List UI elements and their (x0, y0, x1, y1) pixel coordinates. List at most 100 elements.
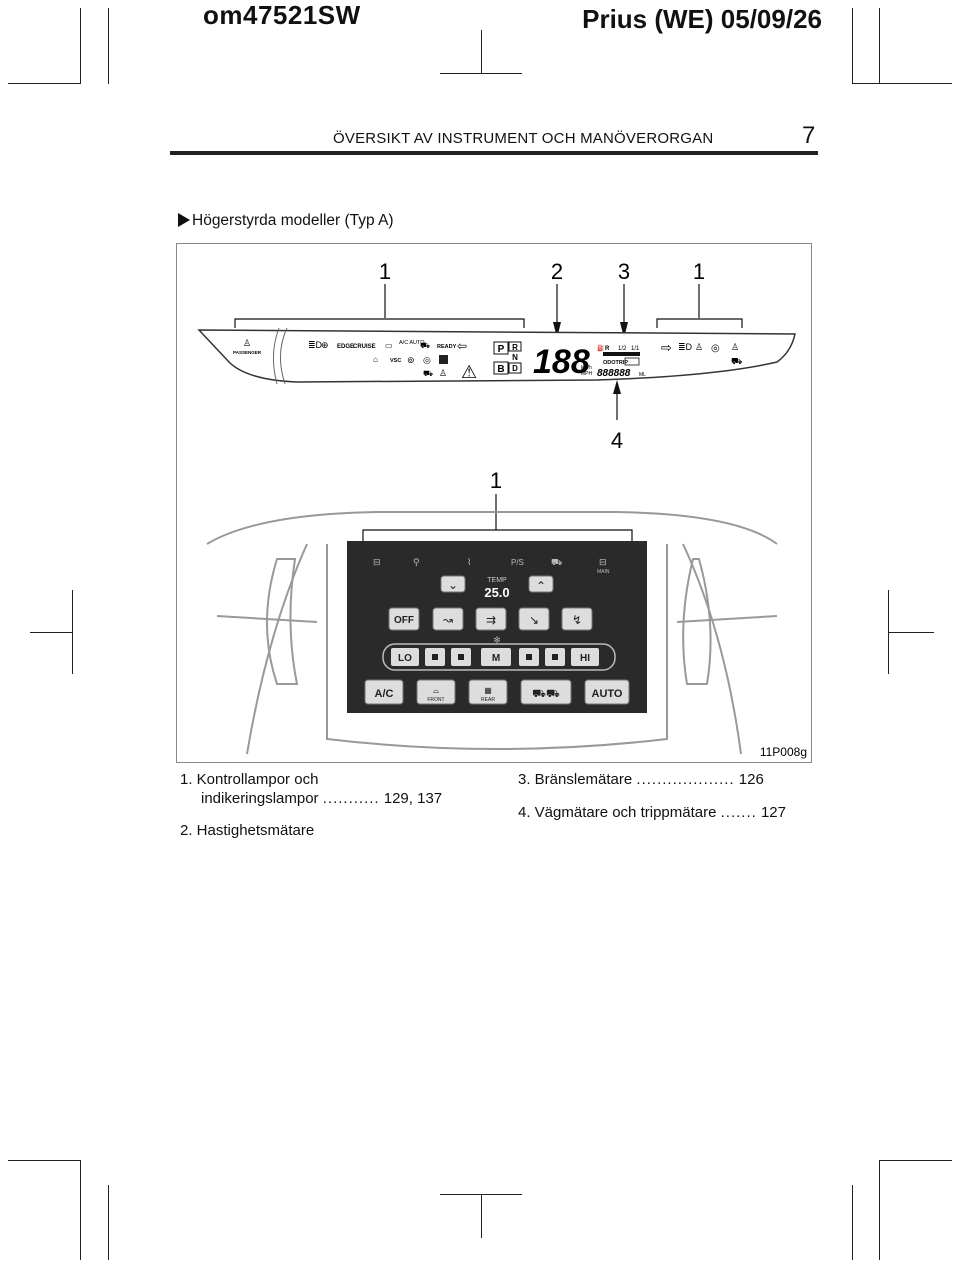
figure-drawing: 1 2 3 1 4 1 ♙ PASSENGER ≣D ⊕ EDGE CRUISE… (197, 259, 807, 759)
vent-defrost-icon: ↯ (572, 613, 582, 627)
crop-mark (8, 83, 81, 84)
crop-mark (108, 8, 109, 84)
legend-leader-dots: ....... (720, 804, 757, 821)
fuel-full-label: 1/1 (631, 346, 640, 352)
trip-ab-icon (624, 357, 640, 366)
brake-icon: ◎ (711, 343, 720, 354)
ac-button[interactable] (364, 679, 404, 705)
section-title: ÖVERSIKT AV INSTRUMENT OCH MANÖVERORGAN (333, 130, 714, 147)
fan-track (382, 643, 616, 671)
legend-item-3-page: 126 (738, 771, 764, 788)
legend-item-4: 4. Vägmätare och trippmätare ....... 127 (518, 803, 786, 822)
fan-hi-button[interactable] (571, 648, 599, 666)
arrow-speed (553, 322, 561, 338)
ps-label: P/S (511, 558, 524, 567)
crop-mark (108, 1185, 109, 1260)
front-label: FRONT (427, 697, 444, 703)
auto-button[interactable] (584, 679, 630, 705)
figure-id: 11P008g (760, 745, 807, 759)
step-dot (552, 654, 558, 660)
mode-defrost-button[interactable] (561, 607, 593, 631)
crop-mark (440, 73, 522, 74)
subtitle: Högerstyrda modeller (Typ A) (178, 212, 394, 230)
callout-2: 2 (551, 259, 563, 284)
coolant-temp-icon: ⌇ (467, 557, 471, 567)
slip-icon: ⛟ (423, 369, 433, 378)
brake-icon: ◎ (423, 355, 431, 365)
front-defrost-button[interactable] (416, 679, 456, 705)
document-code: om47521SW (203, 0, 361, 30)
car-icon: ⛟ (731, 356, 742, 366)
mode-bilevel-button[interactable] (475, 607, 507, 631)
temp-down-button[interactable] (440, 575, 466, 593)
gear-d: D (512, 364, 518, 373)
foglight-icon: ⊕ (321, 340, 329, 350)
legend-item-2: 2. Hastighetsmätare (180, 822, 315, 839)
fan-lo-button[interactable] (391, 648, 419, 666)
recirculation-button[interactable] (520, 679, 572, 705)
headlight-icon: ≣D (308, 340, 323, 350)
page-number: 7 (802, 122, 816, 149)
crop-mark (852, 83, 952, 84)
gear-indicator: P R N B D (493, 341, 522, 375)
vent-bilevel-icon: ⇉ (486, 613, 496, 627)
warning-icon: ⚠ (461, 362, 477, 382)
fan-icon: ✻ (493, 635, 501, 645)
crop-mark (852, 1185, 853, 1260)
fan-m-button[interactable] (481, 648, 511, 666)
panel-indicators: ⊟ ⚲ ⌇ P/S ⛟ ⊟ MAIN (373, 557, 610, 575)
airbag-icon: ♙ (243, 338, 251, 348)
chevron-down-icon: ⌄ (448, 578, 458, 592)
cluster-break (273, 327, 280, 385)
mode-face-button[interactable] (432, 607, 464, 631)
ac-auto-label: A/C AUTO (399, 340, 425, 346)
crop-mark (481, 30, 482, 74)
temp-label: TEMP (487, 577, 507, 584)
off-label: OFF (394, 615, 414, 626)
seatbelt-icon: ♙ (695, 342, 703, 352)
engine-icon: ⌂ (373, 355, 378, 364)
mph-label: MPH (581, 371, 593, 377)
temperature-row: ⌄ TEMP 25.0 ⌃ (440, 575, 554, 600)
vent-face-icon: ↝ (443, 613, 453, 627)
hi-label: HI (580, 653, 590, 664)
lo-label: LO (398, 653, 412, 664)
main-battery-icon: ⊟ (599, 557, 607, 567)
fuel-bar (603, 352, 640, 356)
abs-icon: ⊚ (407, 355, 415, 365)
battery-warning-icon: ⊟ (373, 557, 381, 567)
callout-1a: 1 (379, 259, 391, 284)
document-model: Prius (WE) 05/09/26 (582, 4, 822, 34)
mode-row: OFF ↝ ⇉ ↘ ↯ ✻ (388, 607, 593, 645)
crop-mark (879, 1160, 952, 1161)
highbeam-icon: ≣D (678, 342, 693, 352)
bottom-row: A/C ⌓ FRONT ▦ REAR ⛟⛟ AUTO (364, 679, 630, 705)
mode-feet-button[interactable] (518, 607, 550, 631)
step-dot (432, 654, 438, 660)
rear-defrost-button[interactable] (468, 679, 508, 705)
callout-1c: 1 (490, 468, 502, 493)
step-dot (458, 654, 464, 660)
legend-item-3: 3. Bränslemätare ................... 126 (518, 770, 764, 789)
cluster-break (280, 327, 288, 385)
header-rule (170, 151, 818, 155)
odo-unit: ML (639, 372, 646, 378)
gear-b: B (497, 364, 504, 375)
oil-pressure-icon: ⚲ (413, 557, 420, 567)
callout-1b: 1 (693, 259, 705, 284)
turn-left-icon: ⇦ (457, 339, 467, 353)
crop-mark (888, 632, 934, 633)
temp-up-button[interactable] (528, 575, 554, 593)
crop-mark (879, 1160, 880, 1260)
subtitle-text: Högerstyrda modeller (Typ A) (192, 212, 394, 229)
turn-right-icon: ⇨ (661, 340, 672, 355)
gear-p: P (498, 344, 505, 355)
legend-item-1-title: 1. Kontrollampor och (180, 771, 319, 788)
ready-label: READY (437, 344, 457, 350)
instrument-figure: 1 2 3 1 4 1 ♙ PASSENGER ≣D ⊕ EDGE CRUISE… (176, 243, 812, 763)
arrow-fuel (620, 322, 628, 338)
auto-label: AUTO (592, 688, 623, 700)
crop-mark (8, 1160, 81, 1161)
off-button[interactable] (388, 607, 420, 631)
airbag-icon: ♙ (731, 342, 739, 352)
